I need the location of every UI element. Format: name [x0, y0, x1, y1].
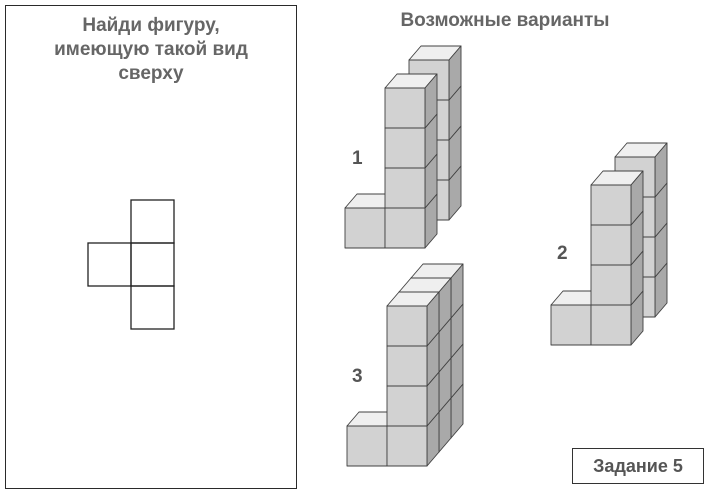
option-label-2: 2	[557, 243, 568, 264]
cube-8	[590, 170, 644, 226]
option-label-1: 1	[352, 148, 363, 169]
options-heading: Возможные варианты	[400, 10, 610, 31]
task-title-line-3: сверху	[118, 63, 184, 84]
task-panel: Найди фигуру, имеющую такой вид сверху	[5, 5, 297, 489]
option-label-3: 3	[352, 366, 363, 387]
cube-8	[384, 73, 438, 129]
task-number-badge: Задание 5	[572, 448, 704, 484]
top-view-figure	[87, 199, 175, 330]
top-view-square-bottom	[130, 285, 175, 330]
task-title: Найди фигуру, имеющую такой вид сверху	[6, 14, 296, 86]
task-title-line-1: Найди фигуру,	[82, 15, 220, 36]
cube-12	[386, 291, 440, 347]
task-title-line-2: имеющую такой вид	[54, 39, 248, 60]
